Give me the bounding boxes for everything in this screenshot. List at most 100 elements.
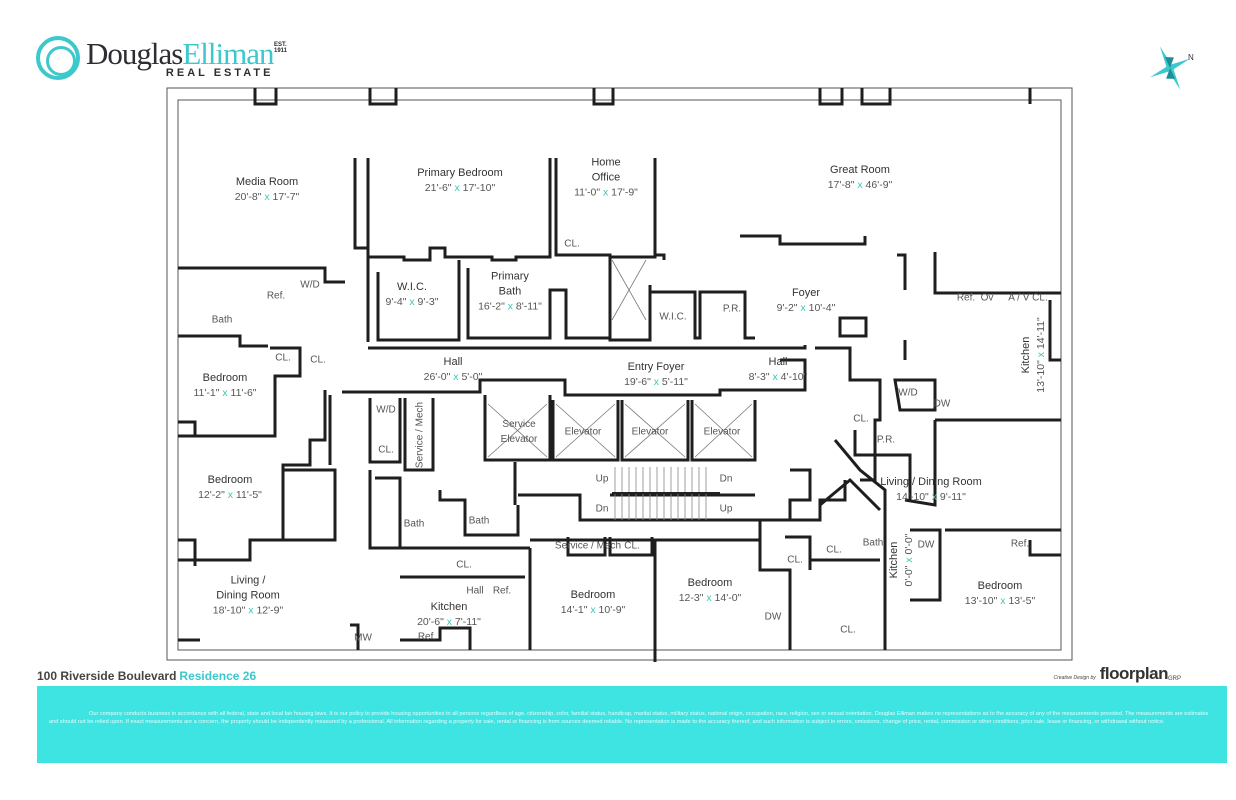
fixture-label: DW xyxy=(917,539,935,551)
fixture-label: CL. xyxy=(787,554,803,566)
room-dimensions: 16'-2" x 8'-11" xyxy=(478,300,542,313)
room-name: Bedroom xyxy=(687,577,733,589)
fixture-label: W/D xyxy=(300,279,320,291)
fixture-label: Service Elevator xyxy=(500,419,538,445)
fixture-label: Ref. xyxy=(417,631,437,643)
room-name: Hall xyxy=(768,356,788,368)
room-dimensions: 18'-10" x 12'-9" xyxy=(212,604,284,617)
room-label: Bedroom 12'-2" x 11'-5" xyxy=(198,473,262,503)
room-label: Great Room 17'-8" x 46'-9" xyxy=(828,163,893,193)
room-name: W.I.C. xyxy=(397,281,427,293)
fixture-label: Dn xyxy=(719,473,733,485)
room-name: Bedroom xyxy=(202,372,248,384)
floorplan-credit: Creative Design by floorplan GRP xyxy=(1054,664,1181,684)
fixture-label: DW xyxy=(933,398,951,410)
room-dimensions: 11'-0" x 17'-9" xyxy=(574,186,638,199)
fixture-label: Bath xyxy=(468,515,490,527)
room-dimensions: 14'-1" x 10'-9" xyxy=(560,604,626,616)
fixture-label: W.I.C. xyxy=(659,311,687,323)
room-name: Foyer xyxy=(791,287,821,299)
fixture-label: CL. xyxy=(840,624,856,636)
room-name: Bedroom xyxy=(207,474,253,486)
fixture-label: Service / Mech xyxy=(554,540,622,552)
fixture-label: Ref. xyxy=(956,292,976,304)
room-name: Primary Bath xyxy=(491,270,529,298)
room-dimensions: 20'-6" x 7'-11" xyxy=(417,616,481,628)
room-label: Primary Bedroom 21'-6" x 17'-10" xyxy=(417,166,503,196)
fixture-label: Bath xyxy=(862,537,884,549)
room-name: Bedroom xyxy=(977,580,1023,592)
disclaimer-band: Our company conducts business in accorda… xyxy=(37,686,1227,763)
room-label: Bedroom 12-3" x 14'-0" xyxy=(679,576,742,606)
room-dimensions: 12'-2" x 11'-5" xyxy=(198,489,262,501)
room-dimensions: 8'-3" x 4'-10" xyxy=(748,371,808,383)
fixture-label: Hall xyxy=(466,585,484,597)
room-name: Kitchen xyxy=(430,601,468,613)
room-dimensions: 19'-6" x 5'-11" xyxy=(624,376,688,388)
room-label: W.I.C. 9'-4" x 9'-3" xyxy=(386,280,439,310)
room-label: Kitchen 20'-6" x 7'-11" xyxy=(417,600,481,630)
elevator-shafts xyxy=(487,259,753,458)
room-name: Hall xyxy=(443,356,463,368)
fixture-label: Ref. xyxy=(492,585,512,597)
brand-subtitle: REAL ESTATE xyxy=(165,66,274,79)
fixture-label: Up xyxy=(595,473,609,485)
stairs xyxy=(612,467,720,520)
room-label: Home Office 11'-0" x 17'-9" xyxy=(574,156,638,201)
fixture-label: W/D xyxy=(898,387,918,399)
fixture-label: CL. xyxy=(378,444,394,456)
room-label: Hall 8'-3" x 4'-10" xyxy=(749,355,808,385)
room-dimensions: 13'-10" x 13'-5" xyxy=(964,595,1036,607)
fixture-label: DW xyxy=(764,611,782,623)
fixture-label: P.R. xyxy=(876,434,896,446)
room-dimensions: 9'-4" x 9'-3" xyxy=(385,296,439,308)
residence-number: Residence 26 xyxy=(179,669,257,683)
fixture-label: Ov xyxy=(980,292,994,304)
credit-brand: floorplan xyxy=(1099,664,1169,683)
room-name: Home Office xyxy=(591,156,621,184)
room-name: Primary Bedroom xyxy=(417,167,503,179)
credit-prefix: Creative Design by xyxy=(1053,675,1096,681)
room-label: Bedroom 14'-1" x 10'-9" xyxy=(561,588,626,618)
disclaimer-text: Our company conducts business in accorda… xyxy=(49,711,1209,725)
douglas-elliman-logo: DouglasElliman REAL ESTATE EST. 1911 xyxy=(36,35,287,80)
room-dimensions: 26'-0" x 5'-0" xyxy=(423,371,483,383)
room-name: Kitchen xyxy=(1020,336,1032,374)
room-name: Bedroom xyxy=(570,589,616,601)
fixture-label: MW xyxy=(354,632,372,644)
room-dimensions: 20'-8" x 17'-7" xyxy=(234,191,300,203)
fixture-label: CL. xyxy=(826,544,842,556)
floor-plan xyxy=(166,87,1073,662)
brand-name-2: Elliman xyxy=(182,35,274,71)
fixture-label: Service / Mech xyxy=(414,401,426,469)
credit-suffix: GRP xyxy=(1167,676,1181,682)
fixture-label: P.R. xyxy=(722,303,742,315)
room-dimensions: 17'-8" x 46'-9" xyxy=(827,179,893,191)
room-label: Hall 26'-0" x 5'-0" xyxy=(424,355,483,385)
compass-rose-icon: N xyxy=(1150,46,1194,90)
room-name: Great Room xyxy=(830,164,890,176)
fixture-label: Elevator xyxy=(703,426,741,438)
brand-name-1: Douglas xyxy=(86,35,183,71)
room-label: Bedroom 13'-10" x 13'-5" xyxy=(965,579,1035,609)
fixture-label: CL. xyxy=(564,238,580,250)
brand-established: EST. 1911 xyxy=(274,42,288,54)
room-label: Primary Bath 16'-2" x 8'-11" xyxy=(478,270,542,315)
interior-walls xyxy=(178,88,1061,662)
fixture-label: Ref. xyxy=(1010,538,1030,550)
room-dimensions: 21'-6" x 17'-10" xyxy=(424,182,496,194)
room-dimensions: 0'-0" x 0'-0" xyxy=(903,533,915,587)
fixture-label: W/D xyxy=(376,404,396,416)
fixture-label: Ref. xyxy=(266,290,286,302)
room-name: Kitchen xyxy=(888,541,900,579)
fixture-label: Elevator xyxy=(564,426,602,438)
room-name: Living / Dining Room xyxy=(880,476,982,488)
fixture-label: CL. xyxy=(456,559,472,571)
room-dimensions: 12-3" x 14'-0" xyxy=(678,592,742,604)
